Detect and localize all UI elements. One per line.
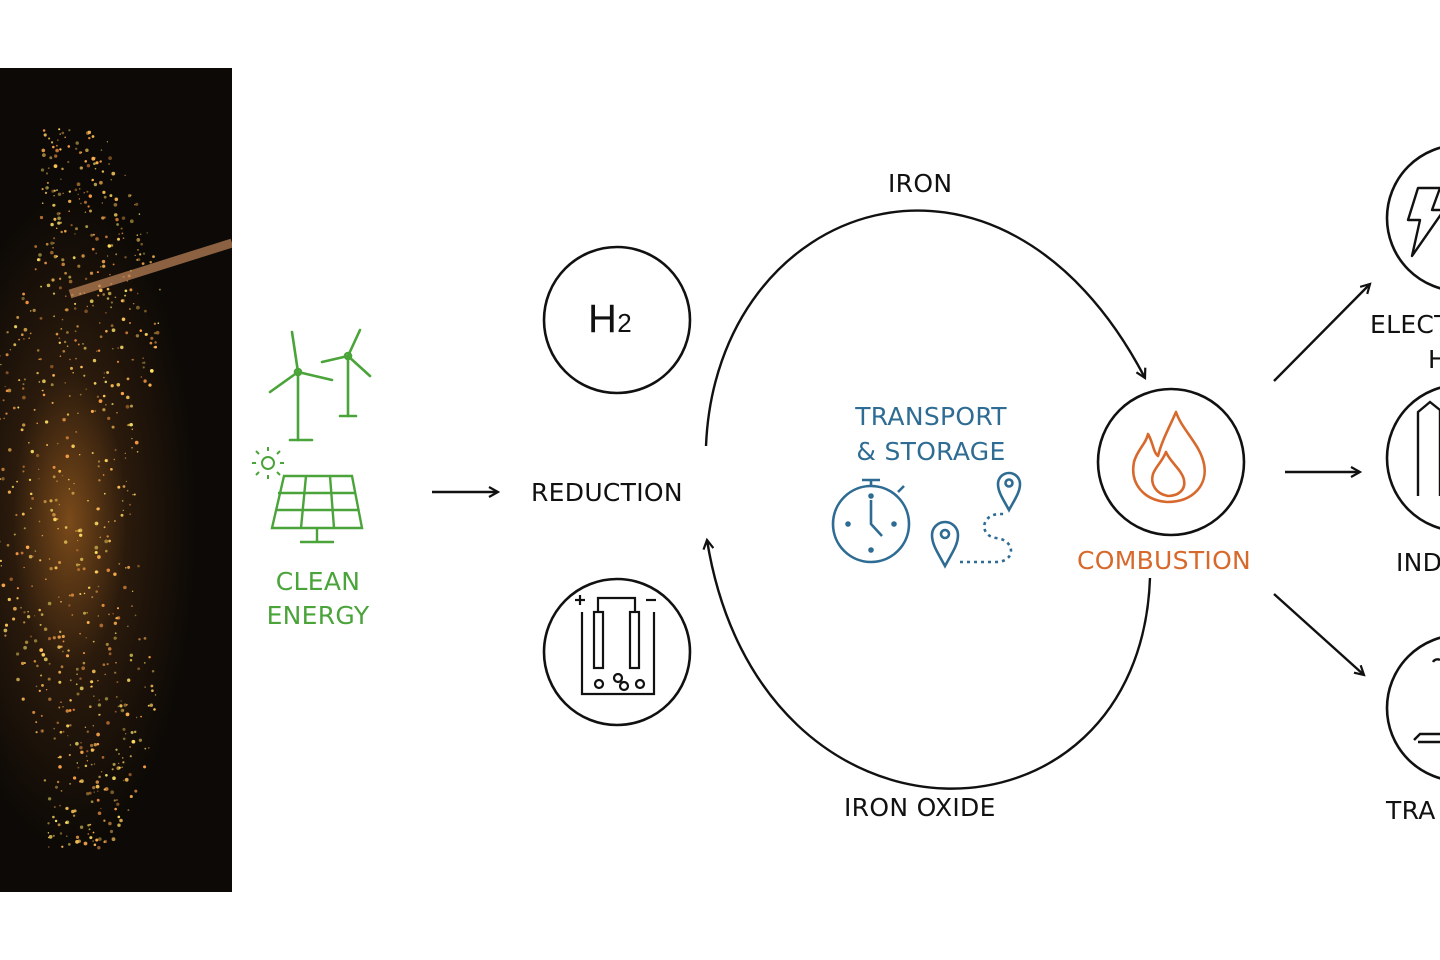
industry-circle [1385,386,1440,530]
flame-icon [1131,410,1206,504]
iron-oxide-label: IRON OXIDE [844,793,996,822]
sun-icon [252,447,284,479]
hydrogen-icon [542,245,692,395]
wind-turbine-icon [268,328,372,442]
transport-circle [1385,636,1440,780]
ship-icon [1413,658,1440,744]
stopwatch-icon [831,478,911,564]
to-transport-arrow [1273,593,1364,675]
route-icon [930,471,1022,569]
combustion-label: COMBUSTION [1077,546,1252,575]
electricity-label-line1: ELECT [1370,310,1440,339]
spark-particles [0,128,232,850]
iron-arrow [704,209,1145,447]
electricity-label-line2: H [1428,345,1440,374]
iron-flame-photo [0,68,232,892]
solar-panel-icon [270,474,364,544]
reduction-label: REDUCTION [531,478,683,507]
transport-output-label: TRA [1386,796,1436,825]
h2-letter: H [588,297,618,341]
clean-energy-line2: ENERGY [266,601,370,630]
lightning-icon [1406,186,1440,258]
transport-line1: TRANSPORT [855,402,1007,431]
electricity-circle [1385,146,1440,290]
h2-subscript: 2 [617,308,632,338]
transport-line2: & STORAGE [856,437,1006,466]
clean-energy-label: CLEAN ENERGY [258,565,378,633]
burner-nozzle [68,238,232,299]
electrolysis-icon [542,577,692,727]
factory-icon [1416,400,1440,496]
to-electricity-arrow [1273,284,1370,382]
h2-label: H2 [588,297,632,342]
iron-label: IRON [888,169,953,198]
transport-storage-label: TRANSPORT & STORAGE [841,399,1021,469]
combustion-circle [1096,387,1246,537]
industry-label: IND [1396,548,1440,577]
clean-energy-line1: CLEAN [275,567,361,596]
iron-oxide-arrow [707,540,1152,790]
